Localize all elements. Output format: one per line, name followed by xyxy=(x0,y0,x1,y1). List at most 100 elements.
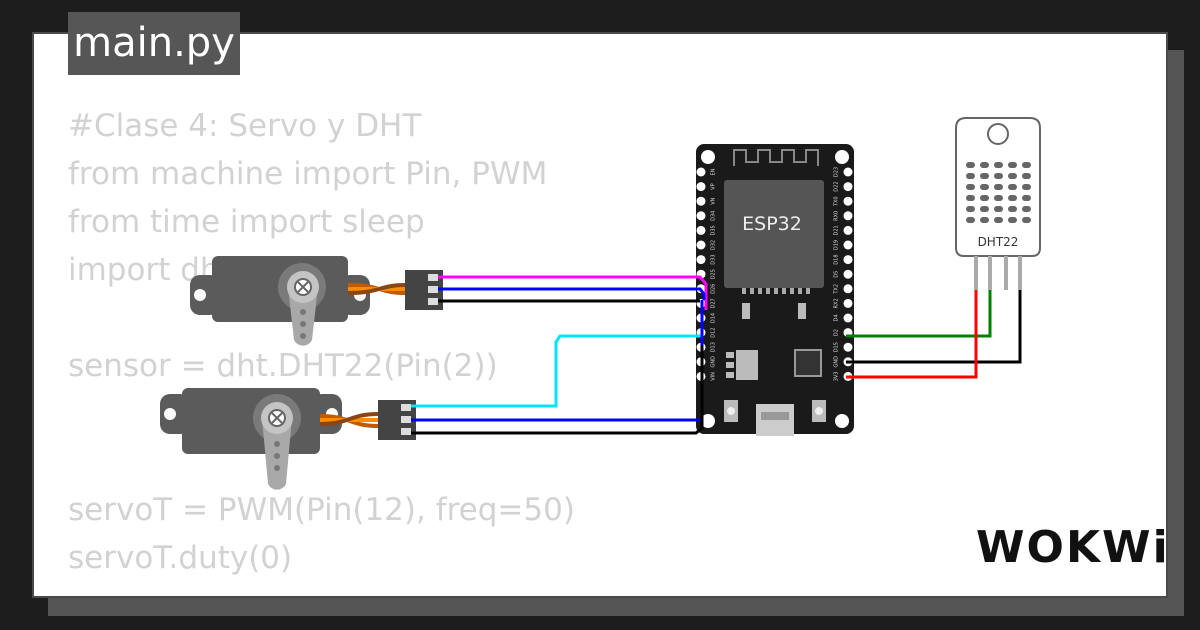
esp32-pin-label: D27 xyxy=(711,298,717,308)
esp32-pin-label: EN xyxy=(711,168,717,175)
wire-black-servo2 xyxy=(411,345,704,435)
esp32-pin-label: D18 xyxy=(834,254,840,264)
esp32-pin-label: D12 xyxy=(711,327,717,337)
dht22-vent-slot xyxy=(994,195,1003,201)
dht22-vent-slot xyxy=(994,162,1003,168)
esp32-pin-label: D15 xyxy=(834,342,840,352)
esp32-pin-right[interactable] xyxy=(843,298,853,308)
dht22-vent-slot xyxy=(1008,162,1017,168)
servo-bottom[interactable] xyxy=(160,388,416,490)
wire-blue-servo1 xyxy=(438,287,706,300)
wokwi-logo: WOKWi xyxy=(976,522,1170,573)
esp32-pin-left[interactable] xyxy=(696,167,706,177)
dht22-vent-slot xyxy=(966,217,975,223)
servo-top[interactable] xyxy=(190,256,443,346)
esp32-pin-left[interactable] xyxy=(696,182,706,192)
wires xyxy=(411,275,1022,435)
code-editor: #Clase 4: Servo y DHT from machine import… xyxy=(68,102,575,582)
dht22-vent-slot xyxy=(1022,162,1031,168)
wire-red xyxy=(846,290,978,379)
esp32-pin-right[interactable] xyxy=(843,211,853,221)
wire-magenta xyxy=(438,275,708,310)
esp32-pin-left[interactable] xyxy=(696,255,706,265)
dht22-vent-grid xyxy=(966,162,1031,223)
esp32-pin-label: D14 xyxy=(711,313,717,323)
dht22-vent-slot xyxy=(980,173,989,179)
esp32-pin-label: RX0 xyxy=(834,211,840,221)
esp32-pin-label: GND xyxy=(834,356,840,368)
dht22-vent-slot xyxy=(966,162,975,168)
dht22-label: DHT22 xyxy=(978,235,1019,249)
esp32-pin-right[interactable] xyxy=(843,182,853,192)
esp32-pin-label: D13 xyxy=(711,342,717,352)
dht22-vent-slot xyxy=(1008,217,1017,223)
esp32-pin-label: 3V3 xyxy=(834,372,840,382)
esp32-pin-label: D25 xyxy=(711,269,717,279)
esp32-pin-left[interactable] xyxy=(696,225,706,235)
esp32-pin-left[interactable] xyxy=(696,211,706,221)
esp32-pin-label: D32 xyxy=(711,240,717,250)
esp32-board[interactable]: ESP32 ENVPVND34D35D32D33D25D26D27D14D12D… xyxy=(696,144,854,436)
esp32-pin-left[interactable] xyxy=(696,240,706,250)
dht22-sensor[interactable]: DHT22 xyxy=(955,117,1041,290)
dht22-vent-slot xyxy=(966,195,975,201)
dht22-vent-slot xyxy=(1008,206,1017,212)
esp32-pin-left[interactable] xyxy=(696,196,706,206)
code-line: #Clase 4: Servo y DHT xyxy=(68,108,422,144)
dht22-vent-slot xyxy=(994,206,1003,212)
esp32-pin-label: TX0 xyxy=(834,196,840,207)
dht22-vent-slot xyxy=(1022,184,1031,190)
esp32-pin-right[interactable] xyxy=(843,167,853,177)
dht22-vent-slot xyxy=(1022,195,1031,201)
dht22-vent-slot xyxy=(1022,206,1031,212)
code-line: servoT.duty(0) xyxy=(68,540,293,576)
wire-cyan xyxy=(411,334,702,408)
esp32-pin-right[interactable] xyxy=(843,313,853,323)
esp32-pin-label: D26 xyxy=(711,284,717,294)
dht22-vent-slot xyxy=(980,195,989,201)
esp32-pin-right[interactable] xyxy=(843,284,853,294)
esp32-pin-right[interactable] xyxy=(843,269,853,279)
esp32-pin-label: D21 xyxy=(834,225,840,235)
esp32-pin-label: D33 xyxy=(711,254,717,264)
esp32-pin-right[interactable] xyxy=(843,255,853,265)
esp32-pin-right[interactable] xyxy=(843,240,853,250)
dht22-vent-slot xyxy=(994,173,1003,179)
esp32-pin-label: TX2 xyxy=(834,284,840,295)
dht22-vent-slot xyxy=(1008,195,1017,201)
dht22-vent-slot xyxy=(1008,184,1017,190)
esp32-pin-right[interactable] xyxy=(843,342,853,352)
esp32-pin-label: GND xyxy=(711,356,717,368)
esp32-right-pins xyxy=(843,167,853,381)
dht22-vent-slot xyxy=(966,184,975,190)
dht22-vent-slot xyxy=(994,217,1003,223)
dht22-vent-slot xyxy=(980,162,989,168)
esp32-pin-right[interactable] xyxy=(843,225,853,235)
esp32-right-pin-labels: D23D22TX0RX0D21D19D18D5TX2RX2D4D2D15GND3… xyxy=(834,167,840,381)
esp32-pin-label: D22 xyxy=(834,181,840,191)
code-line: from time import sleep xyxy=(68,204,425,240)
code-line: sensor = dht.DHT22(Pin(2)) xyxy=(68,348,498,384)
esp32-left-pin-labels: ENVPVND34D35D32D33D25D26D27D14D12D13GNDV… xyxy=(711,168,717,380)
esp32-pin-label: RX2 xyxy=(834,298,840,308)
esp32-pin-label: D19 xyxy=(834,240,840,250)
dht22-vent-slot xyxy=(966,173,975,179)
dht22-vent-slot xyxy=(980,217,989,223)
esp32-pin-label: D4 xyxy=(834,314,840,321)
esp32-pin-label: VIN xyxy=(711,372,717,381)
dht22-vent-slot xyxy=(994,184,1003,190)
esp32-pin-label: D23 xyxy=(834,167,840,177)
code-line: servoT = PWM(Pin(12), freq=50) xyxy=(68,492,575,528)
esp32-pin-label: D2 xyxy=(834,329,840,336)
dht22-vent-slot xyxy=(980,206,989,212)
esp32-pin-label: D34 xyxy=(711,211,717,221)
esp32-pin-right[interactable] xyxy=(843,196,853,206)
dht22-vent-slot xyxy=(1022,173,1031,179)
esp32-pin-label: VP xyxy=(711,183,717,189)
file-tab[interactable]: main.py xyxy=(68,12,240,75)
code-line: from machine import Pin, PWM xyxy=(68,156,548,192)
esp32-pin-label: D35 xyxy=(711,225,717,235)
wire-green xyxy=(846,290,992,338)
wire-black-dht xyxy=(846,290,1022,364)
